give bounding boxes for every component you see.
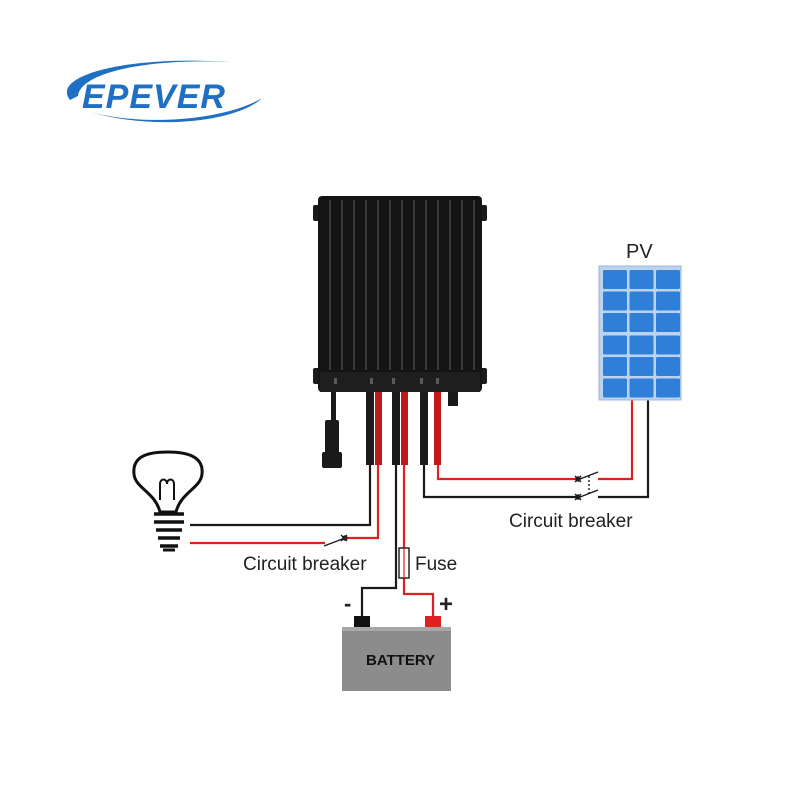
wires (190, 400, 650, 618)
solar-panel-icon (598, 265, 682, 401)
pv-cell (603, 378, 627, 398)
epever-logo: EPEVER (66, 60, 262, 123)
pv-cell (656, 270, 680, 289)
pv-circuit-breaker-label: Circuit breaker (509, 511, 633, 532)
light-bulb-icon (132, 450, 204, 552)
load-positive-wire (345, 465, 380, 540)
pv-cell (656, 291, 680, 311)
solar-charge-controller-icon (313, 196, 487, 468)
pv-cell (603, 357, 627, 376)
pv-cell (629, 270, 654, 289)
pv-cell (629, 291, 654, 311)
pv-breaker-symbol (574, 471, 599, 501)
pv-cell (603, 291, 627, 311)
battery-positive-symbol: + (439, 591, 453, 618)
fuse-label: Fuse (415, 554, 457, 575)
pv-cell (656, 313, 680, 332)
battery-negative-terminal (354, 616, 370, 628)
pv-cell (629, 357, 654, 376)
pv-cell (656, 357, 680, 376)
battery-positive-terminal (425, 616, 441, 628)
load-breaker-symbol (323, 534, 348, 547)
pv-cell (656, 378, 680, 398)
pv-cell (629, 335, 654, 355)
pv-negative-wire (422, 465, 578, 499)
load-circuit-breaker-label: Circuit breaker (243, 554, 367, 575)
pv-cell (603, 335, 627, 355)
pv-cell (629, 378, 654, 398)
battery-negative-symbol: - (344, 591, 351, 616)
pv-negative-wire-out (598, 400, 650, 499)
pv-cell (656, 335, 680, 355)
pv-label: PV (626, 241, 653, 263)
pv-cell (629, 313, 654, 332)
battery-negative-wire (360, 465, 398, 618)
pv-positive-wire (436, 465, 578, 481)
pv-cell (603, 313, 627, 332)
epever-logo-swoosh-icon (66, 60, 262, 123)
battery-label: BATTERY (366, 652, 435, 669)
battery-icon (342, 616, 451, 691)
brand-name: EPEVER (82, 78, 226, 116)
battery-positive-wire-bottom (402, 578, 435, 618)
pv-positive-wire-out (598, 400, 634, 481)
pv-cell (603, 270, 627, 289)
load-negative-wire (190, 465, 372, 527)
